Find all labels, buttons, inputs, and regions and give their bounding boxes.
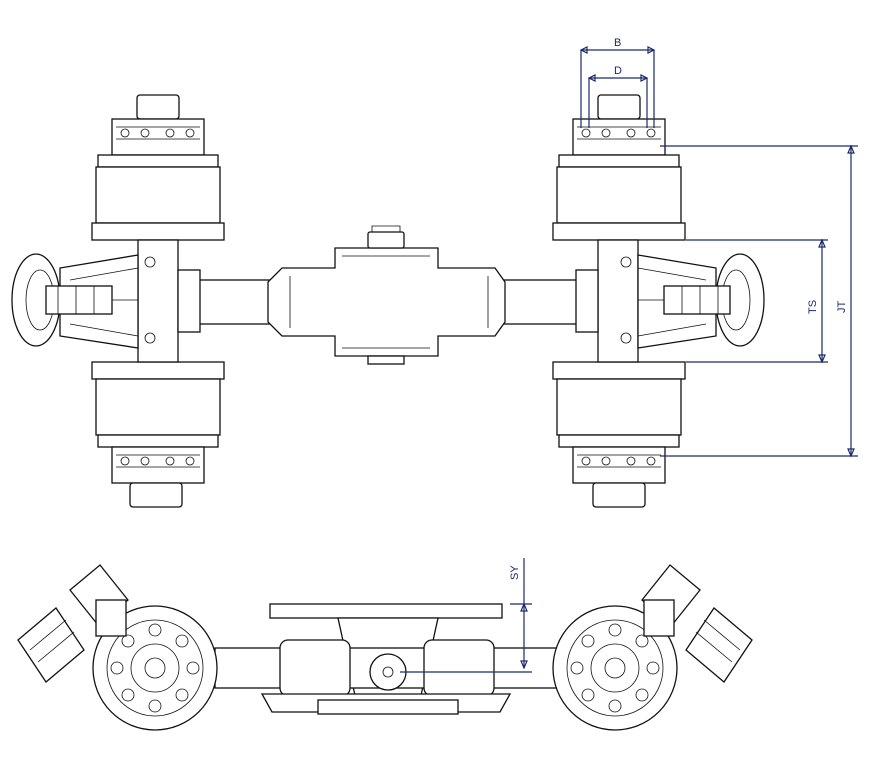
dimension-d-label: D (614, 65, 622, 77)
dimension-sy-label: SY (509, 565, 521, 580)
left-wheel-hub-lower (91, 361, 225, 508)
dimension-jt-label: JT (836, 301, 848, 314)
dimension-b-label: B (614, 37, 621, 49)
dimension-ts-label: TS (807, 300, 819, 314)
side-right-spring (641, 564, 753, 683)
dimension-sy: SY (400, 558, 532, 673)
side-left-wheel (92, 605, 218, 731)
side-left-spring (17, 564, 129, 683)
dimension-ts: TS (686, 238, 828, 364)
center-beam (189, 225, 581, 365)
right-spring-bracket (575, 239, 765, 363)
dimension-jt: JT (660, 144, 858, 458)
side-center-frame (214, 603, 561, 715)
left-wheel-hub-upper (91, 94, 225, 241)
dimension-b: B (579, 37, 656, 128)
side-right-wheel (552, 605, 678, 731)
right-wheel-hub-upper (552, 94, 686, 241)
side-view: SY (17, 558, 753, 731)
left-spring-bracket (11, 239, 201, 363)
top-view: B D JT TS (11, 37, 858, 508)
dimension-d: D (587, 65, 649, 128)
right-wheel-hub-lower (552, 361, 686, 508)
